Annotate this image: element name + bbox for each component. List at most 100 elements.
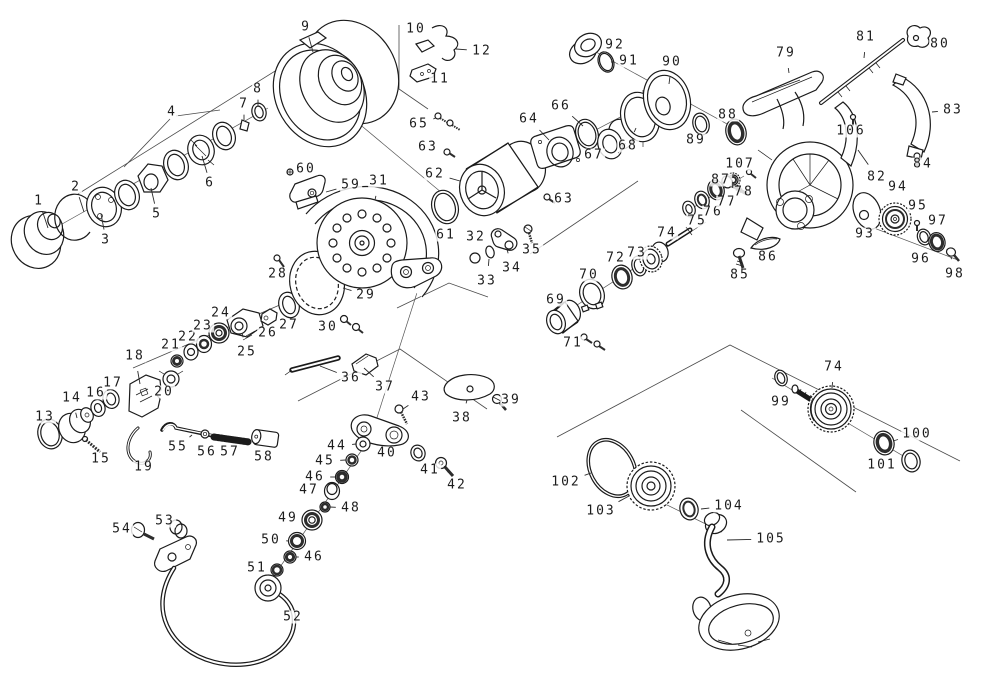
part-label-23: 23 bbox=[192, 318, 214, 334]
part-label-15: 15 bbox=[90, 451, 112, 467]
part-label-84: 84 bbox=[912, 156, 934, 172]
part-label-91: 91 bbox=[618, 53, 640, 69]
part-label-88: 88 bbox=[717, 107, 739, 123]
part-label-10: 10 bbox=[405, 21, 427, 37]
drive-gear-handle bbox=[586, 369, 921, 651]
part-label-30: 30 bbox=[317, 319, 339, 335]
part-label-31: 31 bbox=[368, 173, 390, 189]
part-label-68: 68 bbox=[617, 138, 639, 154]
part-label-74: 74 bbox=[656, 225, 678, 241]
part-label-54: 54 bbox=[111, 521, 133, 537]
part-label-51: 51 bbox=[246, 560, 268, 576]
drag-knob-assembly bbox=[10, 102, 267, 269]
part-label-56: 56 bbox=[196, 444, 218, 460]
part-label-69: 69 bbox=[545, 292, 567, 308]
part-label-92: 92 bbox=[604, 37, 626, 53]
part-label-50: 50 bbox=[260, 532, 282, 548]
part-label-85: 85 bbox=[729, 267, 751, 283]
part-label-13: 13 bbox=[34, 409, 56, 425]
part-label-94: 94 bbox=[887, 179, 909, 195]
part-label-70: 70 bbox=[578, 267, 600, 283]
part-label-78: 78 bbox=[733, 184, 755, 200]
part-label-52: 52 bbox=[282, 609, 304, 625]
part-label-46: 46 bbox=[304, 469, 326, 485]
part-label-53: 53 bbox=[154, 513, 176, 529]
leader-lines bbox=[41, 37, 952, 558]
part-label-4: 4 bbox=[166, 104, 178, 120]
part-label-106: 106 bbox=[835, 123, 867, 139]
part-label-99: 99 bbox=[770, 394, 792, 410]
pinion-group bbox=[545, 226, 693, 351]
part-label-44: 44 bbox=[326, 438, 348, 454]
part-label-49: 49 bbox=[277, 510, 299, 526]
part-label-32: 32 bbox=[465, 229, 487, 245]
part-label-28: 28 bbox=[267, 266, 289, 282]
part-label-80: 80 bbox=[929, 36, 951, 52]
part-label-5: 5 bbox=[151, 206, 163, 222]
part-label-93: 93 bbox=[854, 226, 876, 242]
part-label-38: 38 bbox=[451, 410, 473, 426]
line-roller-bracket bbox=[286, 168, 326, 210]
part-label-61: 61 bbox=[435, 227, 457, 243]
part-label-7: 7 bbox=[238, 96, 250, 112]
part-label-14: 14 bbox=[61, 390, 83, 406]
part-label-2: 2 bbox=[70, 179, 82, 195]
part-label-19: 19 bbox=[133, 459, 155, 475]
part-label-35: 35 bbox=[521, 242, 543, 258]
part-label-107: 107 bbox=[724, 156, 756, 172]
bail-assembly bbox=[130, 519, 297, 668]
part-label-73: 73 bbox=[626, 245, 648, 261]
part-label-18: 18 bbox=[124, 348, 146, 364]
part-label-45: 45 bbox=[314, 453, 336, 469]
part-label-100: 100 bbox=[901, 426, 933, 442]
part-label-64: 64 bbox=[518, 111, 540, 127]
part-label-98: 98 bbox=[944, 266, 966, 282]
part-label-42: 42 bbox=[446, 477, 468, 493]
part-label-59: 59 bbox=[340, 177, 362, 193]
part-label-60: 60 bbox=[295, 161, 317, 177]
part-label-34: 34 bbox=[501, 260, 523, 276]
part-label-104: 104 bbox=[713, 498, 745, 514]
part-label-21: 21 bbox=[160, 337, 182, 353]
part-label-22: 22 bbox=[177, 329, 199, 345]
part-label-48: 48 bbox=[340, 500, 362, 516]
part-label-41: 41 bbox=[419, 462, 441, 478]
part-label-47: 47 bbox=[298, 482, 320, 498]
part-label-3: 3 bbox=[100, 232, 112, 248]
part-label-89: 89 bbox=[685, 132, 707, 148]
part-label-95: 95 bbox=[907, 198, 929, 214]
spool bbox=[272, 19, 400, 148]
part-label-29: 29 bbox=[355, 287, 377, 303]
part-label-79: 79 bbox=[775, 45, 797, 61]
part-label-90: 90 bbox=[661, 54, 683, 70]
part-label-96: 96 bbox=[910, 251, 932, 267]
part-label-11: 11 bbox=[429, 71, 451, 87]
part-label-43: 43 bbox=[410, 389, 432, 405]
part-label-102: 102 bbox=[550, 474, 582, 490]
part-label-82: 82 bbox=[866, 169, 888, 185]
part-label-86: 86 bbox=[757, 249, 779, 265]
part-label-62: 62 bbox=[424, 166, 446, 182]
oneway-clutch-stack bbox=[430, 32, 692, 225]
antireverse-parts bbox=[469, 224, 534, 264]
kick-lever-parts bbox=[284, 353, 507, 477]
part-label-26: 26 bbox=[257, 325, 279, 341]
part-label-20: 20 bbox=[153, 384, 175, 400]
part-label-24: 24 bbox=[210, 305, 232, 321]
part-label-97: 97 bbox=[927, 213, 949, 229]
part-label-72: 72 bbox=[605, 250, 627, 266]
part-label-8: 8 bbox=[252, 81, 264, 97]
reel-body bbox=[692, 24, 932, 241]
part-label-71: 71 bbox=[562, 335, 584, 351]
part-label-58: 58 bbox=[253, 449, 275, 465]
part-label-66: 66 bbox=[550, 98, 572, 114]
part-label-74: 74 bbox=[823, 359, 845, 375]
part-label-55: 55 bbox=[167, 439, 189, 455]
part-label-63: 63 bbox=[417, 139, 439, 155]
part-label-36: 36 bbox=[340, 370, 362, 386]
part-label-6: 6 bbox=[204, 175, 216, 191]
part-label-63: 63 bbox=[553, 191, 575, 207]
part-label-40: 40 bbox=[376, 445, 398, 461]
part-label-101: 101 bbox=[866, 457, 898, 473]
